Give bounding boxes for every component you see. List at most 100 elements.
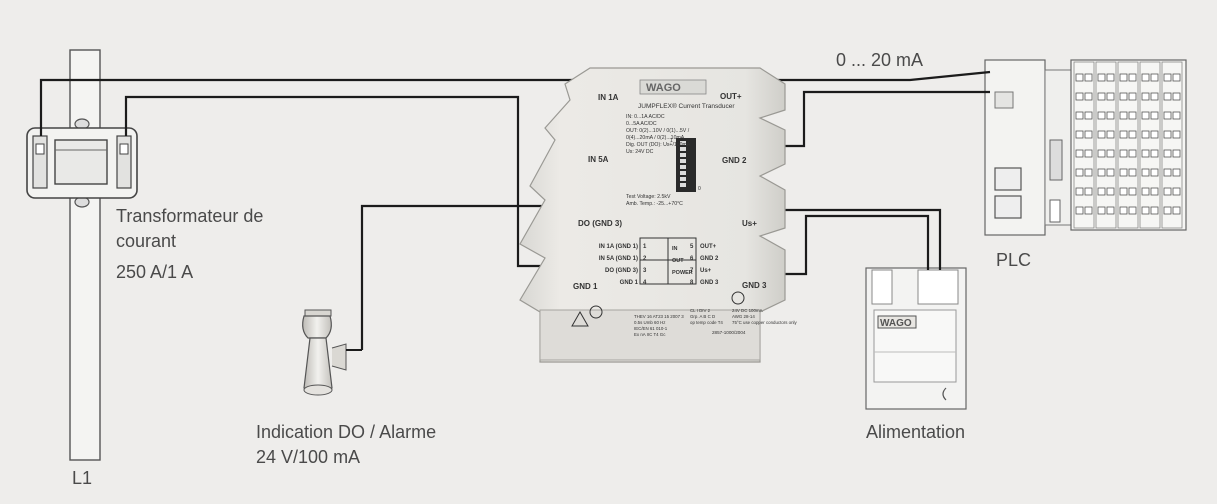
dip-switch xyxy=(680,141,686,145)
power-supply xyxy=(865,267,967,410)
pinout-right-label: Us+ xyxy=(700,268,712,274)
pinout-pin-right: 5 xyxy=(690,244,694,250)
device-ul-text: 75°C use copper conductors only xyxy=(732,320,798,325)
wire-out-plc xyxy=(760,70,991,82)
terminal-do-label: DO (GND 3) xyxy=(578,219,622,228)
io-terminal xyxy=(1172,206,1181,215)
pinout-pin-left: 3 xyxy=(643,268,647,274)
device-model-text: THEV 16 AT23 15 2007 3 xyxy=(634,314,684,319)
io-terminal xyxy=(1119,168,1128,177)
io-terminal xyxy=(1106,149,1115,158)
io-terminal xyxy=(1141,130,1150,139)
io-terminal xyxy=(1075,111,1084,120)
io-terminal xyxy=(1106,92,1115,101)
device-ul-text: AWG 28-14 xyxy=(732,314,755,319)
pinout-group-label: IN xyxy=(672,246,678,252)
device-model-text: Ex nA IIC T4 Gc xyxy=(634,332,666,337)
io-terminal xyxy=(1106,111,1115,120)
io-terminal xyxy=(1075,92,1084,101)
io-terminal xyxy=(1084,206,1093,215)
transformer-label-line3: 250 A/1 A xyxy=(116,262,194,282)
io-terminal xyxy=(1128,92,1137,101)
io-terminal xyxy=(1084,149,1093,158)
pinout-right-label: GND 3 xyxy=(700,280,719,286)
device-part-number: 2857-1000/2004 xyxy=(712,330,746,335)
device-model-text: 0.5s Umb 60 Hz xyxy=(634,320,665,325)
wire-gnd3-psu xyxy=(785,214,930,276)
io-terminal xyxy=(1163,92,1172,101)
io-terminal xyxy=(1141,168,1150,177)
device-spec-line: OUT: 0(2)...10V / 0(1)...5V / xyxy=(626,128,690,134)
pinout-right-label: GND 2 xyxy=(700,256,719,262)
pinout-left-label: DO (GND 3) xyxy=(605,268,638,274)
io-terminal xyxy=(1106,130,1115,139)
io-terminal xyxy=(1075,206,1084,215)
io-terminal xyxy=(1128,111,1137,120)
pinout-pin-left: 1 xyxy=(643,244,647,250)
l1-label: L1 xyxy=(72,468,93,488)
io-terminal xyxy=(1150,206,1159,215)
io-terminal xyxy=(1150,187,1159,196)
io-terminal xyxy=(1106,187,1115,196)
dip-switch xyxy=(680,165,686,169)
pinout-left-label: IN 1A (GND 1) xyxy=(599,244,638,250)
wire-gnd2-plc xyxy=(785,90,990,148)
device-cert-text: CL I DIV 2 xyxy=(690,308,711,313)
io-terminal xyxy=(1075,149,1084,158)
wires xyxy=(39,70,991,350)
io-terminal xyxy=(1141,111,1150,120)
io-terminal xyxy=(1075,73,1084,82)
io-terminal xyxy=(1128,149,1137,158)
dip-switch xyxy=(680,147,686,151)
pinout-pin-right: 7 xyxy=(690,268,694,274)
dip-switch xyxy=(680,159,686,163)
wire-us-psu xyxy=(785,208,942,270)
dip-bottom-label: 0 xyxy=(698,186,701,192)
io-terminal xyxy=(1163,73,1172,82)
io-terminal xyxy=(1128,130,1137,139)
io-terminal xyxy=(1106,73,1115,82)
io-terminal xyxy=(1084,130,1093,139)
transformer-label-line1: Transformateur de xyxy=(116,206,264,226)
device-spec-line: Us: 24V DC xyxy=(626,149,654,155)
terminal-outplus-label: OUT+ xyxy=(720,92,742,101)
io-terminal xyxy=(1097,73,1106,82)
io-terminal xyxy=(1172,168,1181,177)
io-terminal xyxy=(1097,206,1106,215)
io-module xyxy=(1117,61,1139,229)
io-terminal xyxy=(1084,187,1093,196)
io-terminal xyxy=(1128,168,1137,177)
terminal-usplus-label: Us+ xyxy=(742,219,757,228)
io-terminal xyxy=(1084,92,1093,101)
signal-label: 0 ... 20 mA xyxy=(836,50,924,70)
pinout-group-label: OUT xyxy=(672,258,684,264)
io-terminal xyxy=(1150,111,1159,120)
io-terminal xyxy=(1097,111,1106,120)
pinout-left-label: IN 5A (GND 1) xyxy=(599,256,638,262)
device-test-line: Test Voltage: 2.5kV xyxy=(626,194,671,200)
terminal-labels: IN 1A IN 5A DO (GND 3) GND 1 OUT+ GND 2 … xyxy=(573,82,767,291)
io-terminal xyxy=(1163,111,1172,120)
io-terminal xyxy=(1119,149,1128,158)
alarm-label-line1: Indication DO / Alarme xyxy=(256,422,437,442)
device-spec-line: Dig. OUT (DO): Us+/100mA xyxy=(626,142,691,148)
io-terminal xyxy=(1106,168,1115,177)
wire-gnd1 xyxy=(124,95,560,268)
io-terminal xyxy=(1119,92,1128,101)
io-terminal xyxy=(1119,130,1128,139)
io-terminal xyxy=(1150,149,1159,158)
device-model-text: IEC/EN 61 010-1 xyxy=(634,326,668,331)
io-module xyxy=(1139,61,1161,229)
io-terminal xyxy=(1128,73,1137,82)
io-terminal xyxy=(1097,149,1106,158)
device-product-name: JUMPFLEX® Current Transducer xyxy=(638,102,735,110)
terminal-gnd1-label: GND 1 xyxy=(573,282,598,291)
busbar-l1 xyxy=(69,49,101,461)
alarm-label-line2: 24 V/100 mA xyxy=(256,447,361,467)
plc-controller xyxy=(984,59,1187,236)
wire-do xyxy=(360,204,568,350)
device-spec-line: 0...5A AC/DC xyxy=(626,121,657,127)
dip-switch xyxy=(680,171,686,175)
device-test-line: Amb. Temp.: -25...+70°C xyxy=(626,201,683,207)
